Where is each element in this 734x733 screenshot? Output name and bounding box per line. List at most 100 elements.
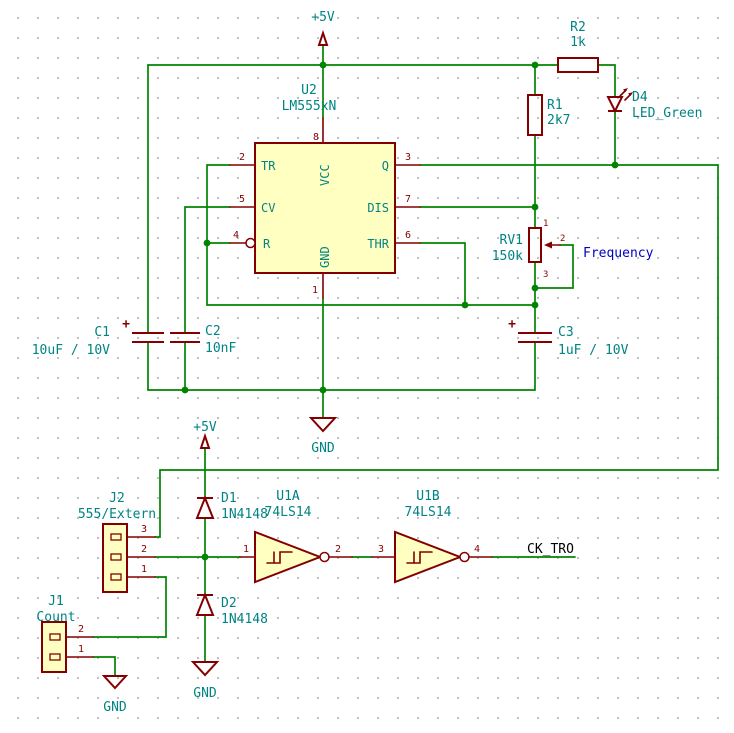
pin-number: 6 bbox=[405, 230, 411, 241]
component-d4-led[interactable]: D4 LED_Green bbox=[606, 88, 702, 121]
junction-dot bbox=[531, 61, 539, 69]
component-d1[interactable]: D1 1N4148 bbox=[195, 491, 268, 522]
wire-cv-to-c2[interactable] bbox=[184, 206, 231, 334]
power-label: GND bbox=[311, 441, 335, 456]
invert-bubble-icon bbox=[319, 551, 330, 563]
pin-name: GND bbox=[318, 246, 332, 268]
invert-bubble-icon bbox=[245, 237, 256, 249]
ref-des: J1 bbox=[48, 594, 64, 609]
power-label: GND bbox=[103, 700, 127, 715]
junction-dot bbox=[461, 301, 469, 309]
part-value: LED_Green bbox=[632, 106, 702, 121]
part-value: 10uF / 10V bbox=[32, 343, 110, 358]
diode-triangle bbox=[195, 592, 215, 616]
pin-number: 5 bbox=[239, 194, 245, 205]
power-label: GND bbox=[193, 686, 217, 701]
junction-dot bbox=[531, 284, 539, 292]
junction-dot bbox=[611, 161, 619, 169]
part-value: Count bbox=[36, 610, 75, 625]
pin-name: VCC bbox=[318, 164, 332, 186]
ref-des: D2 bbox=[221, 596, 237, 611]
wire-q-output-loop[interactable] bbox=[154, 164, 719, 538]
connector-pad bbox=[110, 533, 122, 541]
component-u1b-inverter[interactable]: U1B 74LS14 3 4 bbox=[371, 489, 493, 584]
ic-body bbox=[254, 142, 396, 274]
net-label-cktro[interactable]: CK_TRO bbox=[527, 542, 574, 557]
led-triangle bbox=[606, 96, 624, 114]
component-j2-connector[interactable]: 3 2 1 J2 555/Extern bbox=[78, 491, 156, 593]
component-c3[interactable]: + C3 1uF / 10V bbox=[508, 317, 629, 358]
pin-number: 4 bbox=[474, 544, 480, 555]
power-symbol-5v-bottom[interactable]: +5V bbox=[193, 420, 217, 449]
pin-name: R bbox=[263, 237, 271, 251]
junction-dots bbox=[181, 61, 619, 561]
pin-number: 3 bbox=[405, 152, 411, 163]
part-value: 10nF bbox=[205, 341, 236, 356]
diode-triangle bbox=[195, 495, 215, 519]
part-value: 74LS14 bbox=[265, 505, 312, 520]
power-symbol-gnd-bottom[interactable]: GND bbox=[190, 661, 220, 701]
pin-name: THR bbox=[367, 237, 389, 251]
pin-number: 1 bbox=[78, 644, 84, 655]
junction-dot bbox=[319, 386, 327, 394]
pin-name: DIS bbox=[367, 201, 389, 215]
connector-pad bbox=[110, 573, 122, 581]
ref-des: U1B bbox=[416, 489, 440, 504]
part-value: 1k bbox=[570, 35, 586, 50]
component-r1[interactable]: R1 2k7 bbox=[527, 94, 570, 136]
junction-dot bbox=[203, 239, 211, 247]
ref-des: D1 bbox=[221, 491, 237, 506]
pin-number: 3 bbox=[141, 524, 147, 535]
ref-des: R2 bbox=[570, 20, 586, 35]
component-rv1-pot[interactable]: RV1 150k 1 2 3 bbox=[492, 219, 566, 280]
pin-number: 1 bbox=[243, 544, 249, 555]
pin-number: 7 bbox=[405, 194, 411, 205]
resistor-body bbox=[557, 57, 599, 73]
gate-triangle bbox=[254, 530, 323, 584]
ref-des: D4 bbox=[632, 90, 648, 105]
wire-r2-to-d4[interactable] bbox=[597, 64, 616, 98]
power-symbol-gnd-count[interactable]: GND bbox=[101, 675, 129, 715]
gate-triangle bbox=[394, 530, 463, 584]
junction-dot bbox=[201, 553, 209, 561]
power-label: +5V bbox=[193, 420, 217, 435]
component-c1[interactable]: + C1 10uF / 10V bbox=[32, 317, 164, 358]
wire-j2p1-to-j1p2[interactable] bbox=[92, 576, 167, 638]
led-emission-arrowhead bbox=[623, 88, 628, 92]
component-u2-lm555[interactable]: U2 LM555xN 2 5 4 8 3 7 6 1 TR CV R VCC Q… bbox=[229, 83, 421, 299]
component-u1a-inverter[interactable]: U1A 74LS14 1 2 bbox=[239, 489, 353, 584]
resistor-body bbox=[527, 94, 543, 136]
connector-body bbox=[41, 621, 67, 673]
component-r2[interactable]: R2 1k bbox=[557, 20, 599, 73]
junction-dot bbox=[531, 203, 539, 211]
wires bbox=[92, 44, 719, 677]
wire-thr[interactable] bbox=[419, 242, 466, 306]
part-value: 1uF / 10V bbox=[558, 343, 629, 358]
wire-rv1-wiper-loop[interactable] bbox=[534, 244, 574, 289]
ref-des: U2 bbox=[301, 83, 317, 98]
part-value: 555/Extern bbox=[78, 507, 156, 522]
gnd-arrow-icon bbox=[308, 417, 338, 433]
pin-number: 4 bbox=[233, 230, 239, 241]
wire-j1p1-to-gnd[interactable] bbox=[92, 656, 116, 677]
component-j1-connector[interactable]: 2 1 J1 Count bbox=[36, 594, 94, 673]
connector-body bbox=[102, 523, 128, 593]
power-symbol-5v-top[interactable]: +5V bbox=[311, 10, 335, 46]
gnd-arrow-icon bbox=[101, 675, 129, 690]
pin-number: 2 bbox=[239, 152, 245, 163]
connector-pad bbox=[110, 553, 122, 561]
up-arrow-icon bbox=[317, 29, 329, 46]
wire-tr-to-thr[interactable] bbox=[206, 164, 536, 306]
frequency-note: Frequency bbox=[583, 246, 654, 261]
power-symbol-gnd-main[interactable]: GND bbox=[308, 417, 338, 456]
component-d2[interactable]: D2 1N4148 bbox=[195, 592, 268, 627]
pin-number: 3 bbox=[543, 270, 548, 280]
part-value: 1N4148 bbox=[221, 612, 268, 627]
part-value: 150k bbox=[492, 249, 523, 264]
up-arrow-icon bbox=[199, 432, 211, 449]
pin-number: 1 bbox=[312, 285, 318, 296]
component-c2[interactable]: C2 10nF bbox=[170, 324, 236, 356]
led-emission-arrowhead bbox=[628, 92, 633, 96]
pin-number: 2 bbox=[141, 544, 147, 555]
